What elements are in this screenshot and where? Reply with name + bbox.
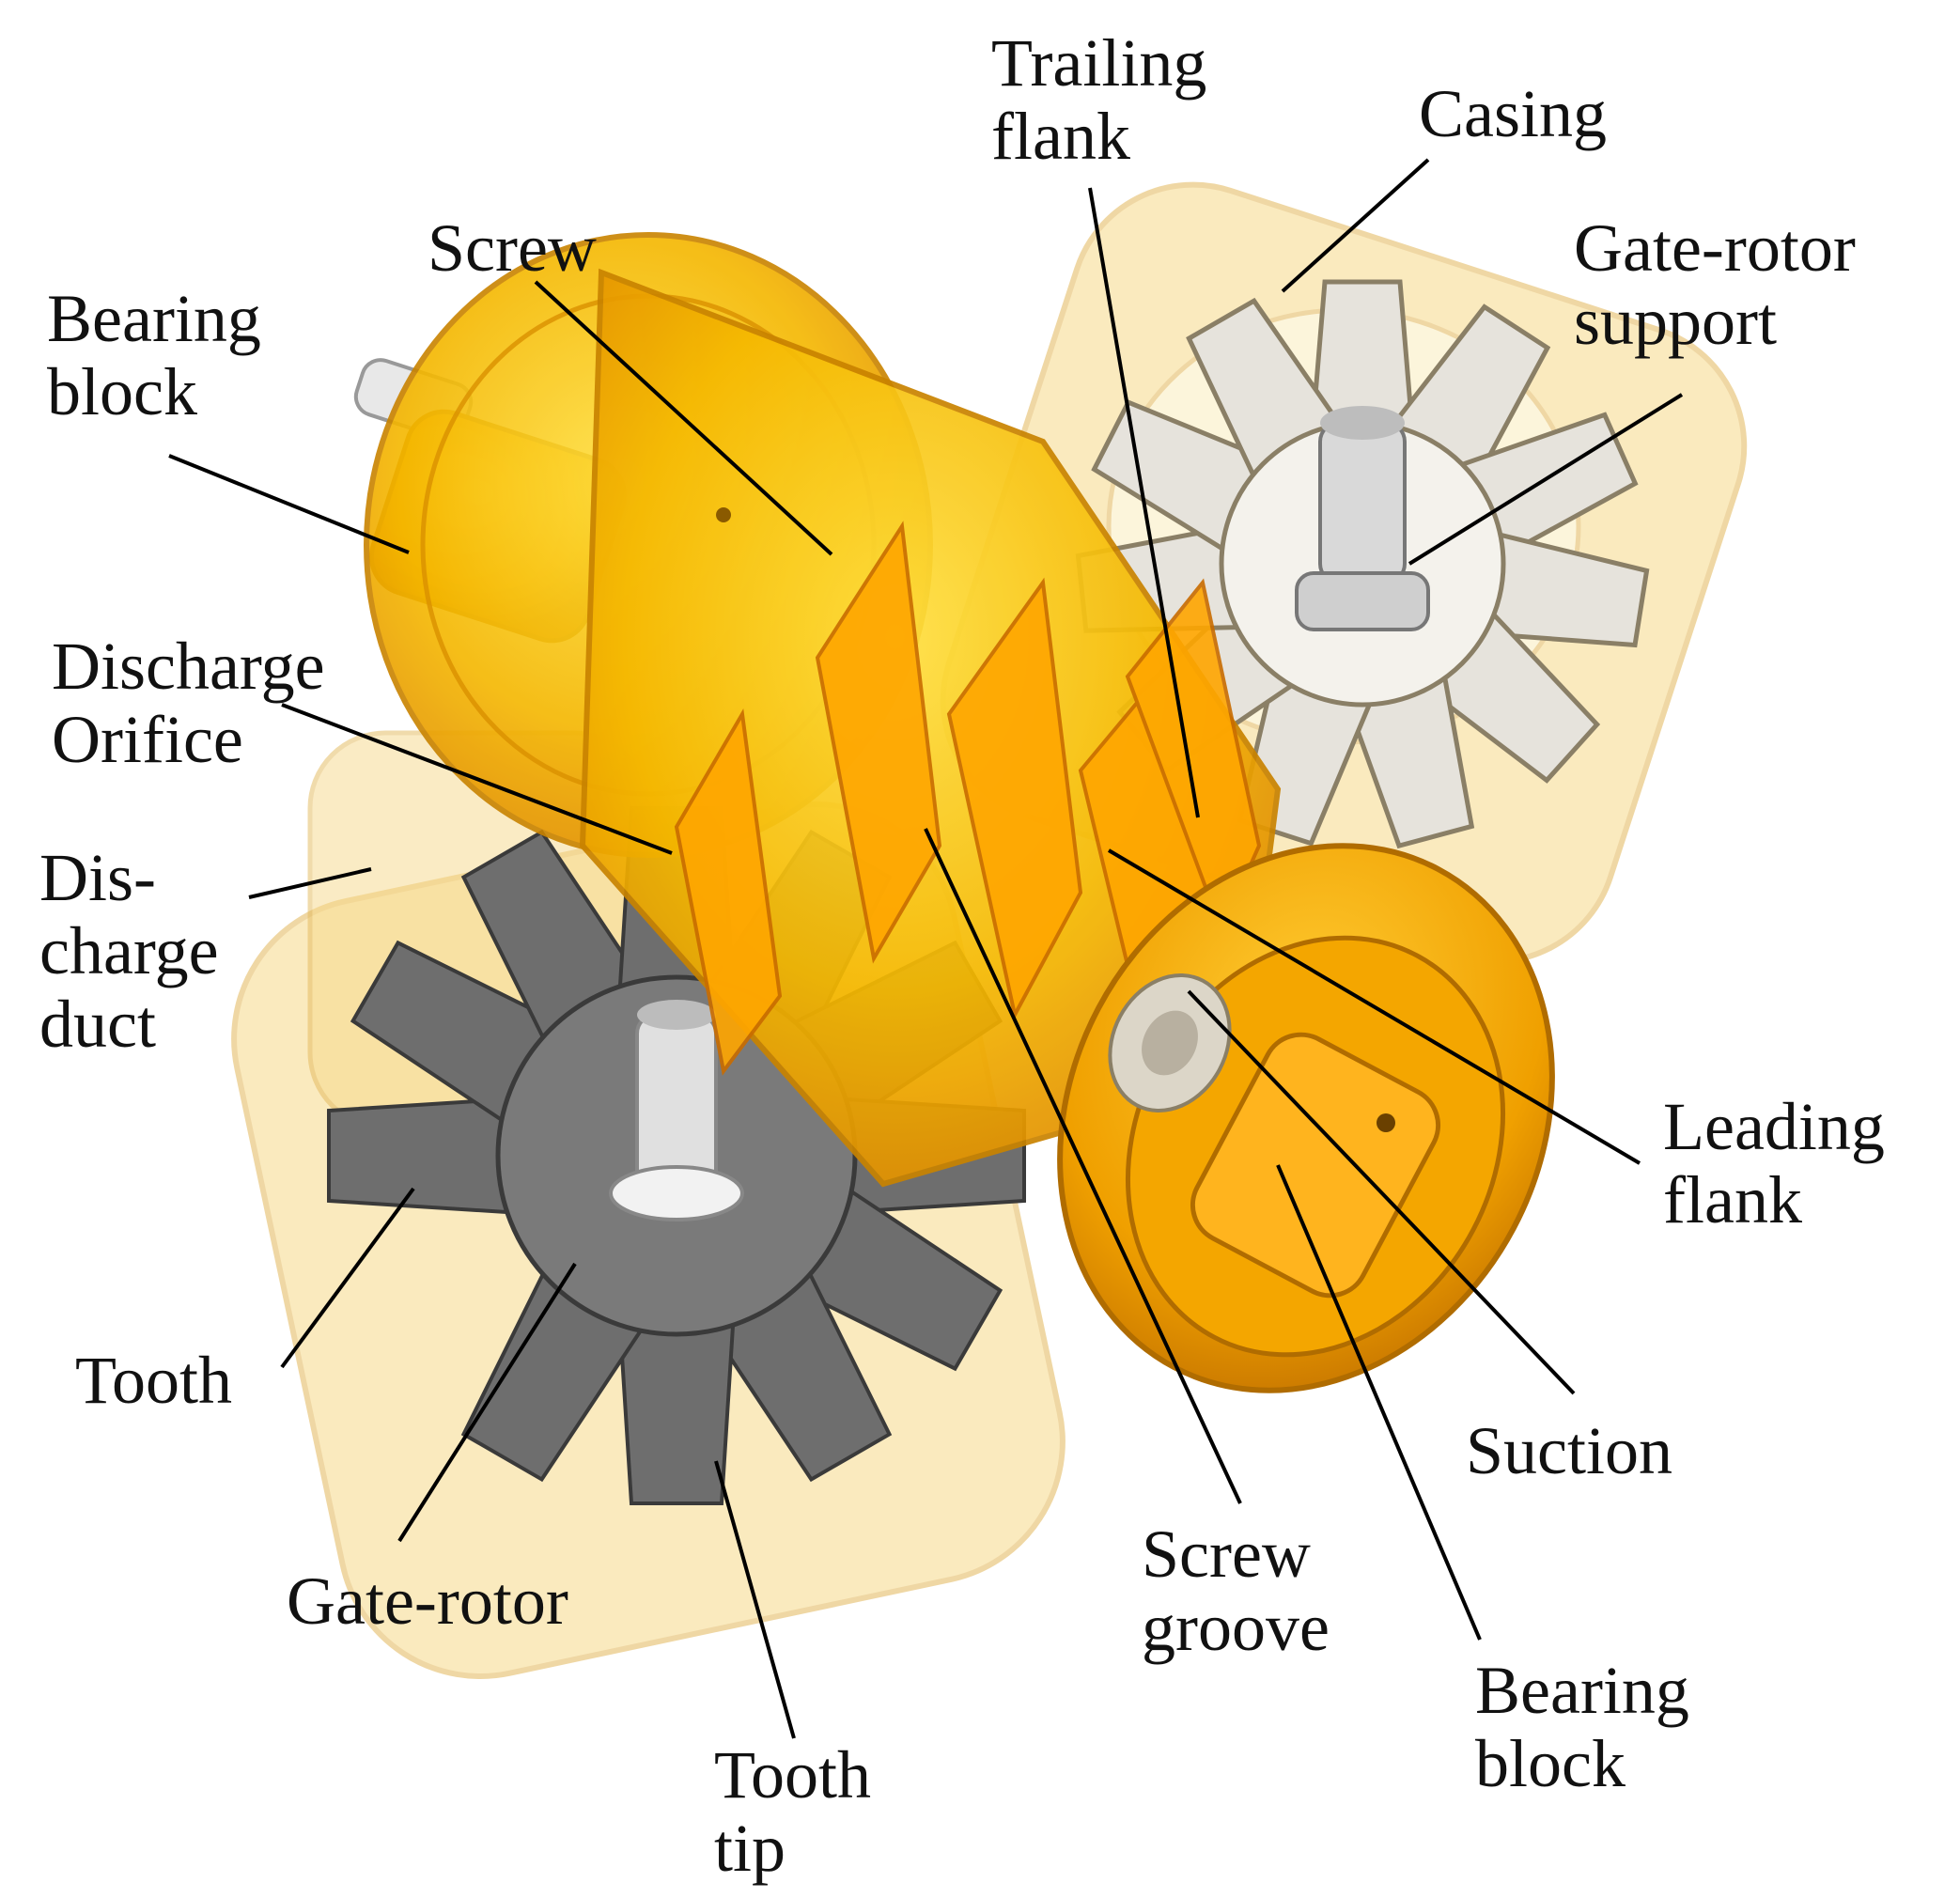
leader-casing: [1281, 158, 1430, 293]
label-suction: Suction: [1466, 1413, 1673, 1488]
leader-suction: [1187, 989, 1576, 1395]
leader-trailing-flank: [1088, 187, 1200, 818]
leader-discharge-orifice: [281, 703, 673, 855]
suction-collar: [1108, 973, 1232, 1112]
leader-screw-groove: [924, 828, 1242, 1504]
leader-gate-rotor-support: [1408, 393, 1684, 566]
leader-lines: [168, 158, 1684, 1739]
label-tooth: Tooth: [75, 1343, 232, 1418]
label-gate-rotor: Gate-rotor: [287, 1564, 568, 1639]
leader-gate-rotor: [397, 1262, 577, 1543]
label-screw: Screw: [428, 210, 597, 286]
leader-screw: [534, 280, 833, 556]
leader-leading-flank: [1107, 848, 1641, 1165]
leader-tooth: [280, 1187, 415, 1369]
leader-bearing-block-left: [168, 454, 410, 554]
screw-rotor: [364, 232, 1282, 1188]
leader-tooth-tip: [714, 1460, 796, 1739]
upper-gate-rotor: [1075, 279, 1650, 849]
leader-bearing-block-right: [1276, 1164, 1482, 1641]
leader-discharge-duct: [248, 867, 372, 899]
label-casing: Casing: [1419, 76, 1608, 151]
